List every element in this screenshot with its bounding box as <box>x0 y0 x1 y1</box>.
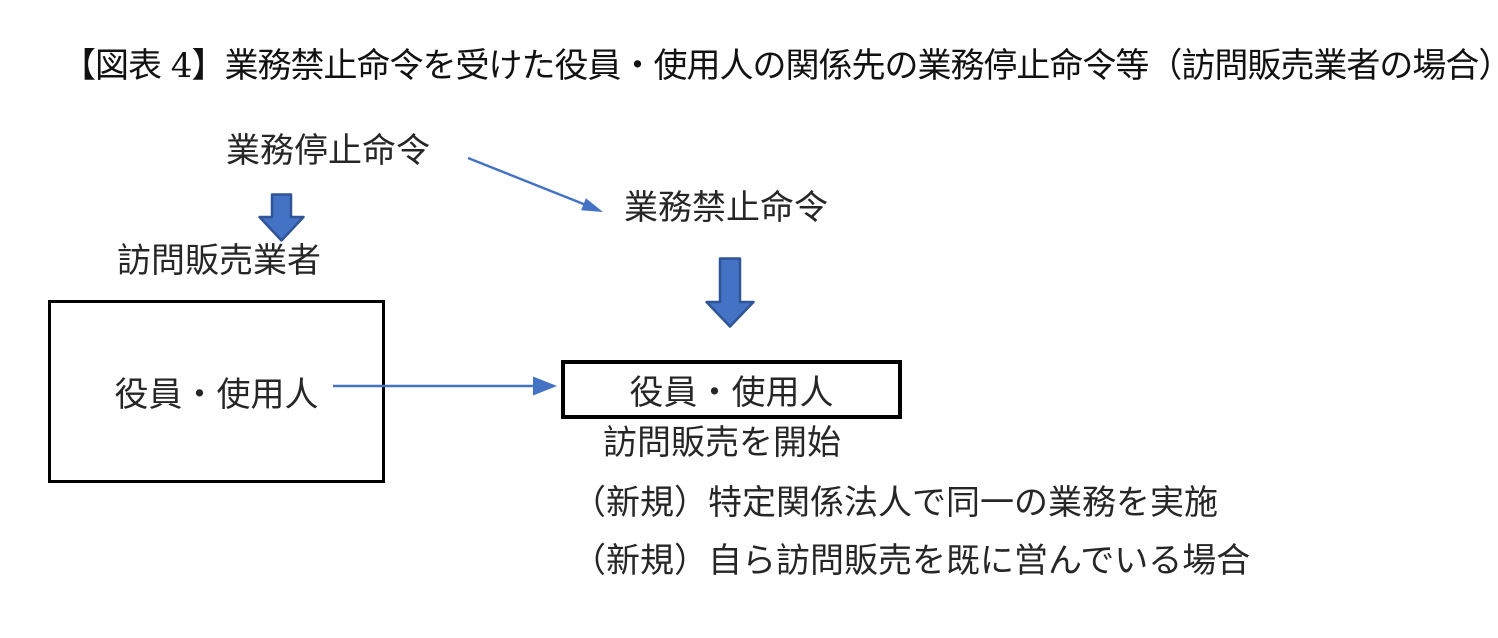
note-item: （新規）自ら訪問販売を既に営んでいる場合 <box>572 541 1251 581</box>
seller-label: 訪問販売業者 <box>117 241 321 281</box>
right-arrow-head <box>533 376 557 396</box>
down-right-arrow-line <box>467 156 587 207</box>
right-entity-box: 役員・使用人 <box>561 360 902 419</box>
left-entity-label: 役員・使用人 <box>114 375 319 415</box>
block-down-arrow-left-icon <box>258 193 305 242</box>
start-caption: 訪問販売を開始 <box>603 423 841 463</box>
note-item: （新規）特定関係法人で同一の業務を実施 <box>572 483 1218 523</box>
down-right-arrow-icon <box>467 156 603 212</box>
block-down-arrow-left-shape <box>258 193 305 242</box>
right-arrow-icon <box>333 376 557 396</box>
right-entity-label: 役員・使用人 <box>629 373 834 413</box>
left-entity-box: 役員・使用人 <box>48 300 385 483</box>
block-down-arrow-right-icon <box>705 257 755 328</box>
block-down-arrow-right-shape <box>705 257 755 328</box>
stop-order-label: 業務停止命令 <box>226 131 430 171</box>
down-right-arrow-head <box>581 198 603 212</box>
figure-title: 【図表 4】業務禁止命令を受けた役員・使用人の関係先の業務停止命令等（訪問販売業… <box>62 46 1498 86</box>
ban-order-label: 業務禁止命令 <box>624 188 828 228</box>
